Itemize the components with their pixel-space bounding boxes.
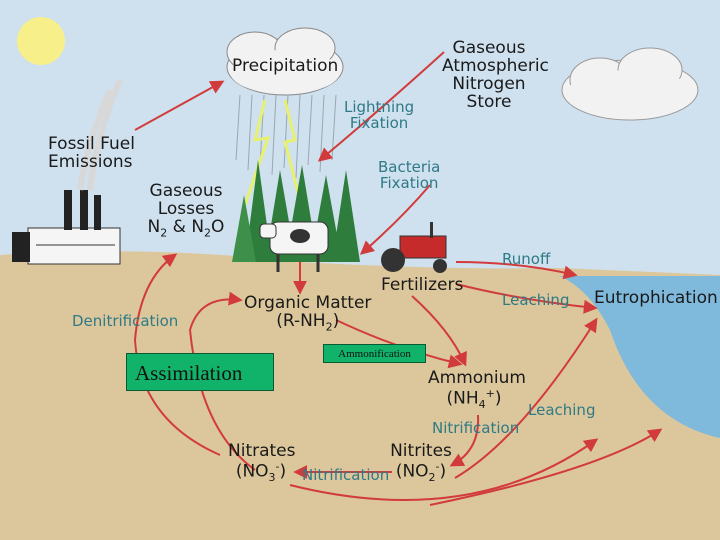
label-leaching-top: Leaching (502, 291, 570, 309)
label-precipitation: Precipitation (232, 56, 339, 76)
assimilation-label-box: Assimilation (126, 353, 274, 391)
label-fossil-fuel-emissions: Fossil Fuel Emissions (48, 134, 135, 172)
flow-arrows (133, 51, 663, 506)
label-eutrophication: Eutrophication (594, 288, 718, 308)
label-leaching-right: Leaching (528, 401, 596, 419)
label-gaseous-store: Gaseous Atmospheric Nitrogen Store (442, 38, 549, 112)
lightning-icon (243, 99, 271, 206)
label-nitrates: Nitrates (NO3-) (228, 441, 296, 484)
smoke-icon (77, 78, 123, 191)
label-fertilizers: Fertilizers (381, 275, 464, 295)
label-runoff: Runoff (502, 250, 551, 268)
label-ammonium: Ammonium (NH4+) (428, 368, 526, 411)
tractor-icon (381, 222, 447, 273)
label-denitrification: Denitrification (72, 312, 179, 330)
label-nitrification-bottom: Nitrification (302, 466, 390, 484)
water-body (560, 276, 720, 438)
factory-icon (12, 190, 121, 265)
soil-area (0, 251, 720, 540)
label-bacteria-fixation: Bacteria Fixation (378, 158, 441, 192)
label-nitrification-right: Nitrification (432, 419, 520, 437)
ammonification-label-box: Ammonification (323, 344, 426, 363)
label-nitrites: Nitrites (NO2-) (390, 441, 452, 484)
rain-cloud-icon (226, 27, 344, 96)
cloud-icon (561, 47, 699, 121)
cow-icon (259, 221, 329, 272)
label-organic-matter: Organic Matter (R-NH2) (244, 293, 372, 334)
rain-icon (235, 94, 337, 179)
sun-icon (17, 17, 65, 65)
label-lightning-fixation: Lightning Fixation (344, 98, 415, 132)
label-gaseous-losses: Gaseous Losses N2 & N2O (147, 181, 225, 240)
